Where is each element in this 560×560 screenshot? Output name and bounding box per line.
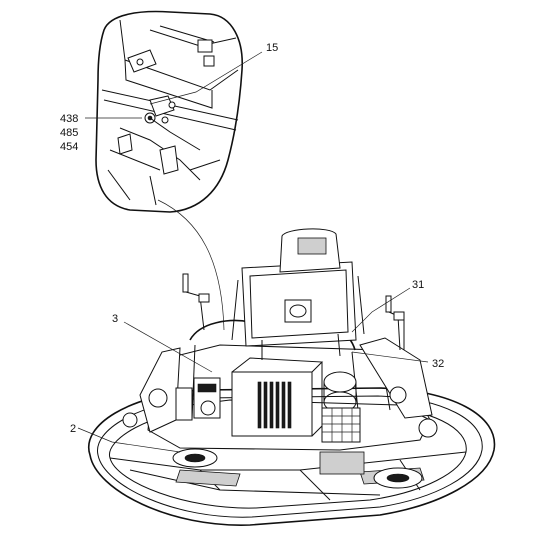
left-control-lever [182, 273, 210, 331]
callout-15: 15 [266, 42, 278, 54]
left-light-icon [148, 388, 168, 408]
right-gauge-icon [418, 418, 438, 438]
right-light-icon [389, 386, 407, 404]
engine-fins [257, 381, 292, 429]
callout-485: 485 [60, 127, 78, 139]
callout-2: 2 [70, 423, 76, 435]
inset-connector-line [157, 199, 225, 331]
detail-inset [95, 10, 243, 213]
leader-lines [77, 51, 429, 453]
fuel-tank [319, 451, 365, 475]
power-trowel-machine [87, 228, 496, 526]
operator-seat [231, 228, 365, 360]
callout-454: 454 [60, 141, 78, 153]
callout-31: 31 [412, 279, 424, 291]
right-control-lever [385, 295, 405, 351]
radiator-grid [321, 407, 361, 443]
callout-3: 3 [112, 313, 118, 325]
callout-labels: 15 438 485 454 31 3 32 2 [60, 42, 444, 435]
callout-32: 32 [432, 358, 444, 370]
callout-438: 438 [60, 113, 78, 125]
